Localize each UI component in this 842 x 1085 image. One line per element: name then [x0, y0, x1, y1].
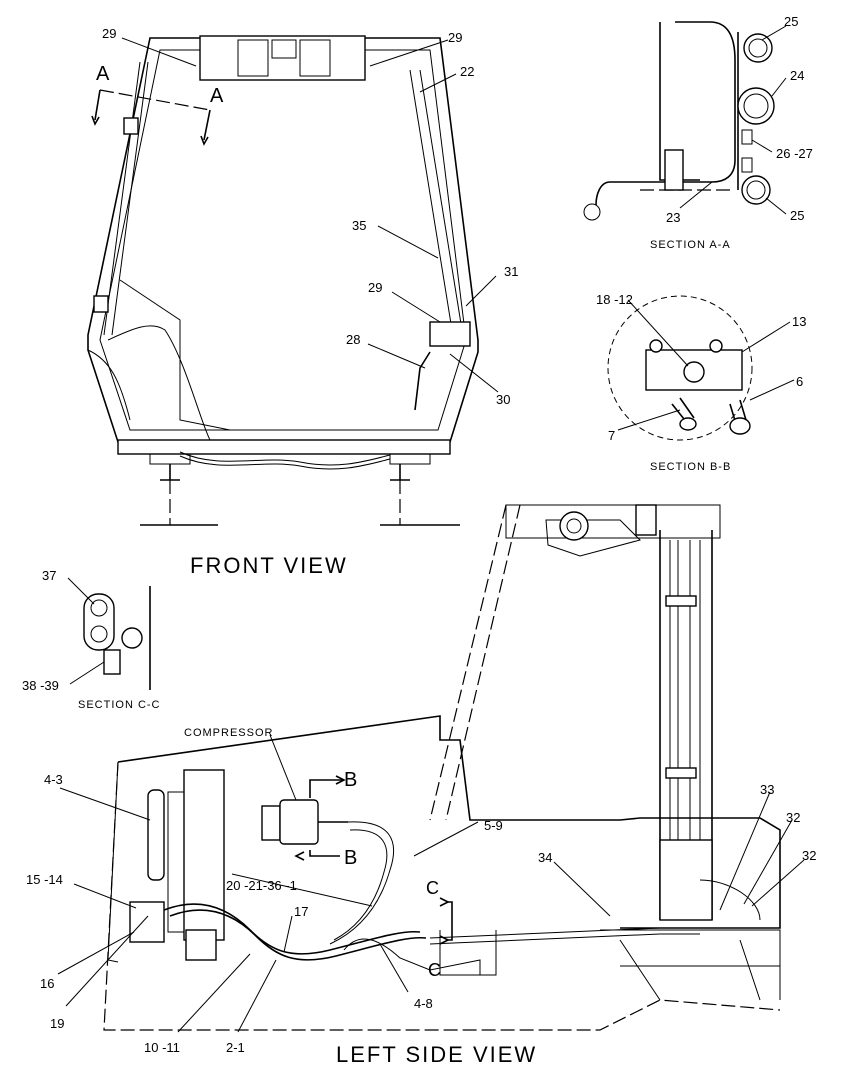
- callout-31: 31: [504, 264, 518, 279]
- callout-7: 7: [608, 428, 615, 443]
- callout-38-39: 38 -39: [22, 678, 59, 693]
- callout-28: 28: [346, 332, 360, 347]
- callout-26-27: 26 -27: [776, 146, 813, 161]
- compressor-label: COMPRESSOR: [184, 727, 273, 739]
- leader-lines: [57, 25, 805, 1033]
- callout-5-9: 5-9: [484, 818, 503, 833]
- callout-17: 17: [294, 904, 308, 919]
- callout-2-1: 2-1: [226, 1040, 245, 1055]
- callout-18-12: 18 -12: [596, 292, 633, 307]
- section-bb-drawing: [607, 295, 753, 441]
- callout-16: 16: [40, 976, 54, 991]
- callout-24: 24: [790, 68, 804, 83]
- section-cc-title: SECTION C-C: [78, 699, 161, 711]
- section-marker-a-right: A: [210, 85, 224, 107]
- section-marker-c-top: C: [426, 878, 439, 898]
- section-bb-title: SECTION B-B: [650, 461, 731, 473]
- callout-23: 23: [666, 210, 680, 225]
- section-aa-title: SECTION A-A: [650, 239, 731, 251]
- callout-29-right: 29: [448, 30, 462, 45]
- callout-19: 19: [50, 1016, 64, 1031]
- callout-30: 30: [496, 392, 510, 407]
- callout-22: 22: [460, 64, 474, 79]
- section-marker-c-bottom: C: [428, 960, 441, 980]
- callout-29-mid: 29: [368, 280, 382, 295]
- callout-13: 13: [792, 314, 806, 329]
- callout-15-14: 15 -14: [26, 872, 63, 887]
- section-marker-a-left: A: [96, 63, 110, 85]
- callout-37: 37: [42, 568, 56, 583]
- callout-20-21-36-1: 20 -21-36 -1: [226, 878, 297, 893]
- front-view-drawing: [87, 35, 479, 526]
- section-cc-drawing: [83, 586, 151, 690]
- front-view-title: FRONT VIEW: [190, 553, 348, 578]
- section-aa-drawing: [583, 21, 775, 221]
- section-marker-b-bottom: B: [344, 847, 357, 869]
- callout-6: 6: [796, 374, 803, 389]
- callout-10-11: 10 -11: [144, 1040, 180, 1055]
- callout-29-left: 29: [102, 26, 116, 41]
- callout-32-top: 32: [786, 810, 800, 825]
- callout-34: 34: [538, 850, 552, 865]
- callout-33: 33: [760, 782, 774, 797]
- callout-32-bottom: 32: [802, 848, 816, 863]
- left-side-view-title: LEFT SIDE VIEW: [336, 1042, 537, 1067]
- left-side-view-drawing: [103, 504, 781, 1031]
- callout-25-bottom: 25: [790, 208, 804, 223]
- section-marker-b-top: B: [344, 769, 357, 791]
- callout-35: 35: [352, 218, 366, 233]
- callout-4-3: 4-3: [44, 772, 63, 787]
- callout-25-top: 25: [784, 14, 798, 29]
- callout-4-8: 4-8: [414, 996, 433, 1011]
